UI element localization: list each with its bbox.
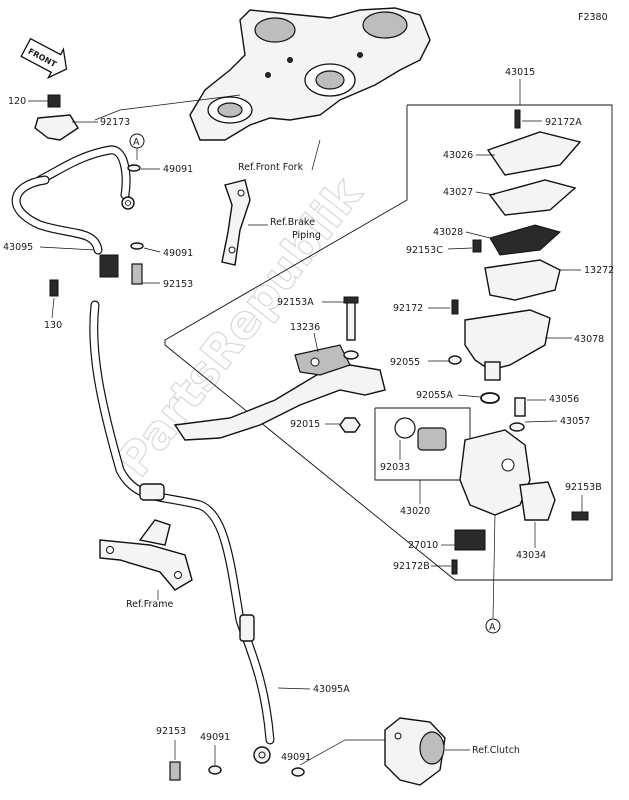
master-cylinder-body <box>459 429 531 516</box>
label-92015: 92015 <box>290 419 320 430</box>
label-92153A: 92153A <box>277 297 314 308</box>
label-49091-mid: 49091 <box>163 248 193 259</box>
clutch-lever <box>173 344 386 441</box>
bracket-92173 <box>34 114 79 141</box>
label-13236: 13236 <box>290 322 320 333</box>
label-92172A: 92172A <box>545 117 582 128</box>
bolt-120 <box>47 94 61 108</box>
callout-a-bottom: A <box>489 622 496 633</box>
ref-frame-label: Ref.Frame <box>126 599 173 610</box>
label-43034: 43034 <box>516 550 546 561</box>
figure-code: F2380 <box>578 12 608 23</box>
label-49091-bl: 49091 <box>200 732 230 743</box>
label-13272: 13272 <box>584 265 614 276</box>
label-43078: 43078 <box>574 334 604 345</box>
label-92173: 92173 <box>100 117 130 128</box>
label-43056: 43056 <box>549 394 579 405</box>
label-92055: 92055 <box>390 357 420 368</box>
upper-triple-clamp <box>189 7 431 141</box>
label-92153C: 92153C <box>406 245 443 256</box>
label-43027: 43027 <box>443 187 473 198</box>
label-49091-br: 49091 <box>281 752 311 763</box>
label-92033: 92033 <box>380 462 410 473</box>
clutch-slave-cylinder <box>384 717 446 786</box>
label-92153B: 92153B <box>565 482 602 493</box>
label-43026: 43026 <box>443 150 473 161</box>
ref-clutch-label: Ref.Clutch <box>472 745 520 756</box>
ref-piping-label: Piping <box>292 230 321 241</box>
label-92055A: 92055A <box>416 390 453 401</box>
label-43057: 43057 <box>560 416 590 427</box>
callout-a-top: A <box>133 137 140 148</box>
ref-front-fork-label: Ref.Front Fork <box>238 162 304 173</box>
ref-brake-label: Ref.Brake <box>270 217 315 228</box>
label-43028: 43028 <box>433 227 463 238</box>
brake-piping-bracket <box>221 179 251 266</box>
label-92172B: 92172B <box>393 561 430 572</box>
label-92172: 92172 <box>393 303 423 314</box>
label-43020: 43020 <box>400 506 430 517</box>
label-43015: 43015 <box>505 67 535 78</box>
label-120: 120 <box>8 96 26 107</box>
label-43095A: 43095A <box>313 684 350 695</box>
frame-bracket <box>99 519 193 591</box>
label-27010: 27010 <box>408 540 438 551</box>
label-92153-left: 92153 <box>163 279 193 290</box>
label-43095: 43095 <box>3 242 33 253</box>
label-49091-top: 49091 <box>163 164 193 175</box>
label-92153-bottom: 92153 <box>156 726 186 737</box>
label-130: 130 <box>44 320 62 331</box>
front-arrow: FRONT <box>20 37 68 79</box>
